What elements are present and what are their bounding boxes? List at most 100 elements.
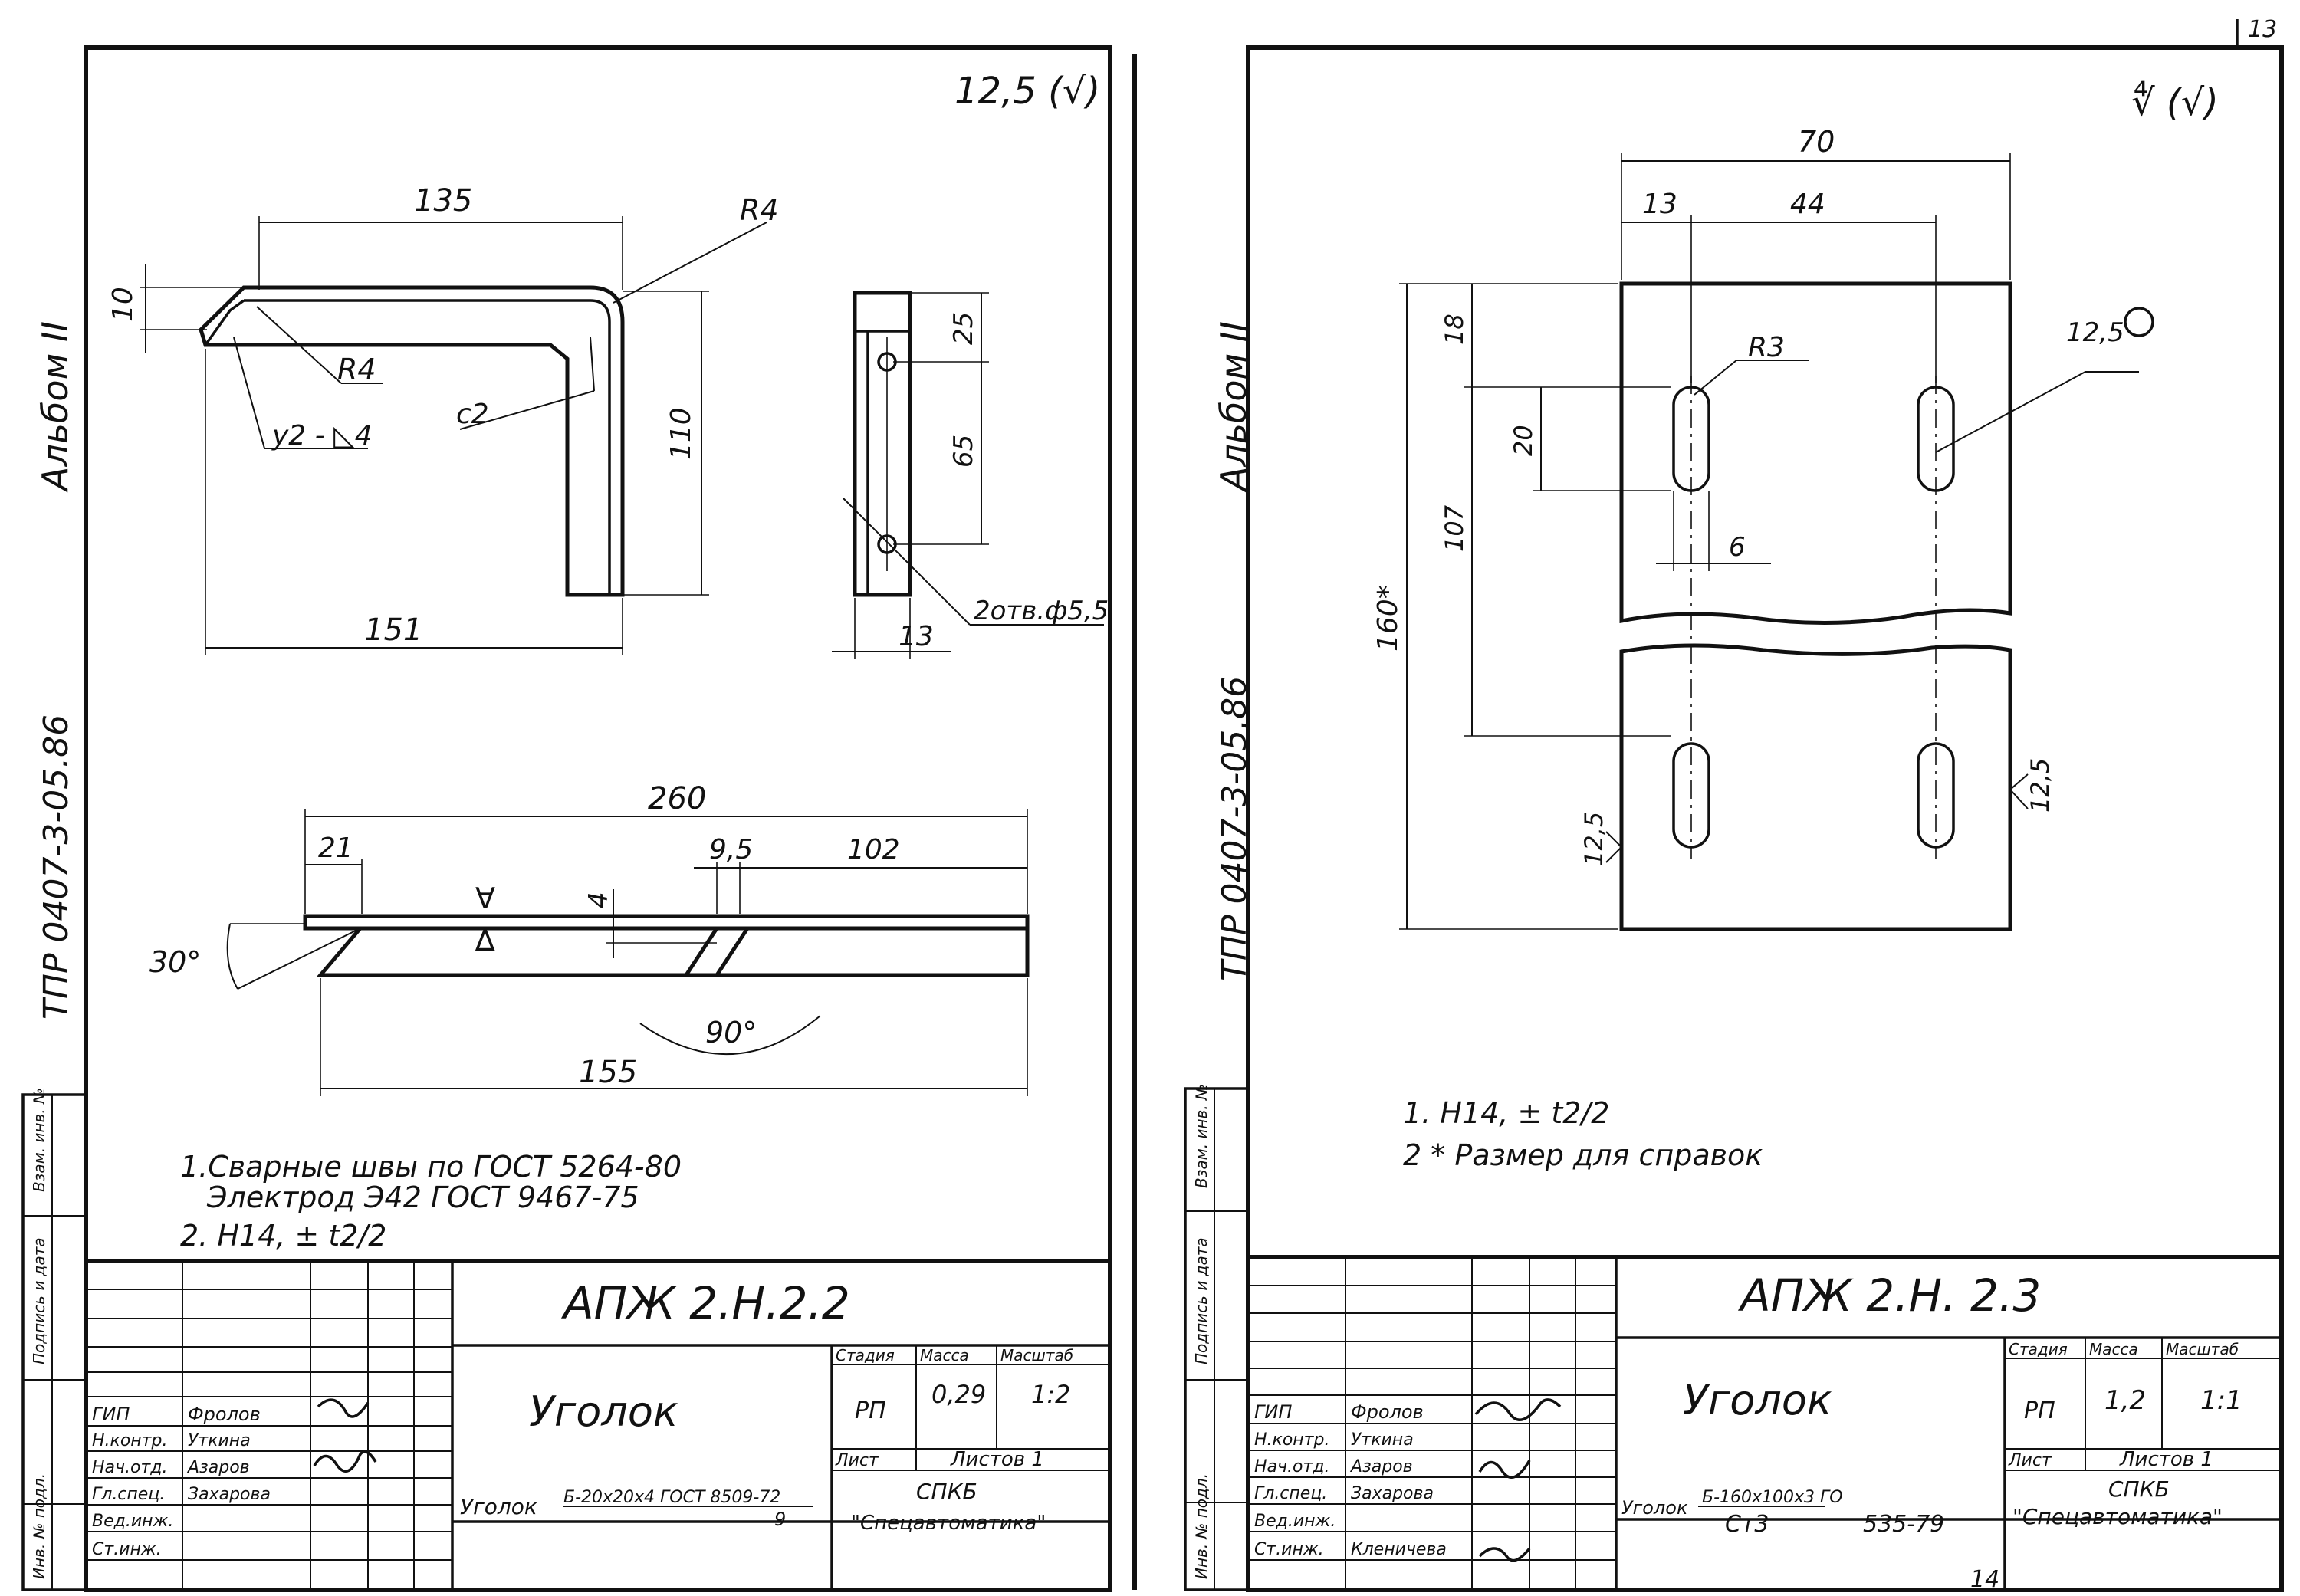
angle-90: 90° (705, 1016, 757, 1049)
role-glspec-right: Гл.спец. (1254, 1484, 1327, 1503)
dim-155: 155 (579, 1055, 637, 1090)
tpr-label: ТПР 0407-3-05.86 (37, 714, 76, 1020)
role-nkontr: Н.контр. (92, 1431, 167, 1450)
role-nkontr-right: Н.контр. (1254, 1430, 1329, 1450)
name-frolov: Фролов (188, 1404, 261, 1425)
material-label-right: Уголок (1622, 1497, 1688, 1519)
name-klenicheva-right: Кленичева (1351, 1540, 1447, 1559)
roughness-left: 12,5 (1579, 812, 1608, 866)
dim-151: 151 (364, 612, 422, 648)
holes-note: 2отв.ф5,5 (974, 596, 1109, 626)
album-label-right: Альбом II (1213, 321, 1254, 493)
name-azarov: Азаров (186, 1458, 250, 1477)
note-right-2: 2 * Размер для справок (1403, 1138, 1763, 1172)
note-1b: Электрод Э42 ГОСТ 9467-75 (206, 1181, 639, 1214)
dim-6: 6 (1729, 532, 1746, 563)
side-stamp-replace: Взам. инв. № (30, 1088, 48, 1192)
slot-bottom-right (1917, 742, 1955, 849)
dim-13-plate: 13 (1642, 189, 1677, 220)
dim-110: 110 (665, 407, 697, 460)
name-utkina-right: Уткина (1351, 1430, 1414, 1450)
mass-value-right: 1,2 (2104, 1385, 2146, 1416)
dim-18: 18 (1440, 314, 1469, 345)
material-std-right: 535-79 (1863, 1511, 1944, 1538)
signature-r1 (1474, 1398, 1562, 1421)
sheet-label-right: Лист (2008, 1451, 2052, 1470)
material-spec: Б-20х20х4 ГОСТ 8509-72 (564, 1488, 780, 1507)
dim-r3: R3 (1748, 332, 1785, 363)
note-2: 2. Н14, ± t2/2 (180, 1219, 386, 1253)
dim-25: 25 (948, 312, 979, 345)
role-gip-right: ГИП (1254, 1401, 1292, 1423)
dim-c2: c2 (456, 399, 489, 430)
side-stamp-replace-right: Взам. инв. № (1192, 1084, 1211, 1188)
stage-header-right: Стадия (2009, 1340, 2068, 1358)
name-zakharova: Захарова (188, 1485, 271, 1504)
role-gip: ГИП (92, 1404, 130, 1425)
side-stamp-inv-right: Инв. № подл. (1192, 1473, 1211, 1579)
role-stinzh-right: Ст.инж. (1254, 1540, 1324, 1559)
sheets-label-right: Листов 1 (2119, 1448, 2213, 1471)
signature-3 (313, 1450, 377, 1473)
scale-header: Масштаб (1001, 1346, 1073, 1364)
dim-20: 20 (1509, 425, 1538, 456)
role-nachotd: Нач.отд. (92, 1458, 168, 1477)
side-stamp-inv: Инв. № подл. (30, 1473, 48, 1579)
sheet-left: Альбом II ТПР 0407-3-05.86 Взам. инв. № … (21, 45, 1137, 1592)
page-number: 13 (2248, 16, 2277, 43)
dim-4: 4 (583, 892, 614, 908)
dim-160: 160* (1372, 585, 1404, 652)
scale-value: 1:2 (1031, 1380, 1071, 1409)
weld-symbol-bottom: ∆ (475, 924, 495, 957)
dim-r4-inner: R4 (337, 353, 376, 386)
part-name: Уголок (529, 1387, 678, 1436)
dim-21: 21 (318, 832, 353, 864)
title-block-left: АПЖ 2.Н.2.2 Уголок Стадия Масса Масштаб … (84, 1259, 1112, 1592)
role-stinzh: Ст.инж. (92, 1540, 162, 1559)
stage-value-right: РП (2024, 1397, 2055, 1424)
dim-260: 260 (648, 781, 706, 816)
note-1: 1.Сварные швы по ГОСТ 5264-80 (180, 1150, 682, 1184)
dim-r4-top: R4 (740, 193, 779, 227)
dim-102: 102 (847, 834, 900, 865)
angle-30: 30° (150, 945, 201, 979)
drawing-code-right: АПЖ 2.Н. 2.3 (1737, 1269, 2041, 1322)
sheet-right: Альбом II ТПР 0407-3-05.86 Взам. инв. № … (1184, 45, 2284, 1592)
signature-r3 (1478, 1460, 1531, 1479)
org-line2-right: "Спецавтоматика" (2013, 1504, 2223, 1529)
name-utkina: Уткина (188, 1431, 251, 1450)
sheets-label: Листов 1 (950, 1448, 1044, 1471)
material-label: Уголок (460, 1494, 537, 1519)
note-right-1: 1. Н14, ± t2/2 (1403, 1096, 1609, 1130)
tpr-label-right: ТПР 0407-3-05.86 (1215, 676, 1254, 981)
dim-135: 135 (414, 183, 472, 218)
title-block-right: АПЖ 2.Н. 2.3 Уголок Стадия Масса Масштаб… (1246, 1255, 2284, 1592)
angle-front-view: 135 R4 10 R4 c2 у2 - ◺4 110 (107, 183, 779, 655)
dim-9-5: 9,5 (709, 834, 753, 865)
dim-70: 70 (1798, 125, 1835, 159)
mass-value: 0,29 (932, 1380, 986, 1409)
role-vedinzh: Вед.инж. (92, 1512, 173, 1531)
surface-mark-right: ∜ (√) (2131, 80, 2219, 124)
surface-mark-left: 12,5 (√) (955, 70, 1100, 113)
roughness-125: 12,5 (2066, 317, 2124, 348)
side-stamp-sign-date: Подпись и дата (30, 1237, 48, 1364)
side-stamp-sign-date-right: Подпись и дата (1192, 1237, 1211, 1364)
scale-header-right: Масштаб (2166, 1340, 2239, 1358)
mass-header: Масса (920, 1346, 969, 1364)
name-azarov-right: Азаров (1349, 1457, 1413, 1476)
stage-value: РП (855, 1397, 886, 1424)
angle-bottom-view: 260 21 9,5 102 ∀ ∆ 4 30° 90° (150, 781, 1030, 1096)
roughness-right: 12,5 (2026, 758, 2055, 813)
weld-mark: у2 - ◺4 (271, 420, 373, 452)
angle-side-view: 25 65 2отв.ф5,5 13 (832, 291, 1109, 659)
signature-1 (317, 1398, 370, 1418)
name-frolov-right: Фролов (1351, 1401, 1424, 1423)
dim-65: 65 (948, 435, 979, 468)
material-sub: 9 (774, 1509, 786, 1530)
name-zakharova-right: Захарова (1351, 1484, 1434, 1503)
side-stamp-left: Взам. инв. № Подпись и дата Инв. № подл. (21, 1088, 87, 1591)
slot-bottom-left (1672, 742, 1710, 849)
